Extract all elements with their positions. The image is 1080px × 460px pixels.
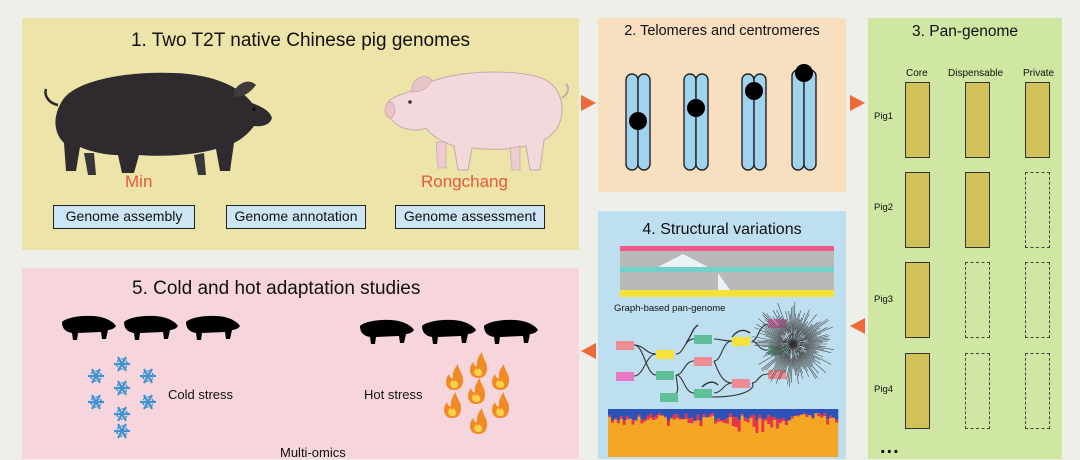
column-header-dispensable: Dispensable [948,68,1003,79]
core-bar [905,262,930,338]
breed-label-min: Min [125,172,152,192]
panel-adaptation-studies: 5. Cold and hot adaptation studies Cold … [22,268,579,459]
breed-label-rongchang: Rongchang [421,172,508,192]
panel-5-title: 5. Cold and hot adaptation studies [132,278,420,300]
dispensable-bar-empty [965,353,990,429]
column-header-core: Core [906,68,928,79]
dispensable-bar [965,82,990,158]
private-bar-empty [1025,172,1050,248]
panel-structural-variations: 4. Structural variations Graph-based pan… [598,211,846,459]
panel-pan-genome: 3. Pan-genome Core Dispensable Private P… [868,18,1062,459]
panel-3-title: 3. Pan-genome [868,23,1062,41]
pig-row-label: Pig3 [874,294,893,305]
chromosomes-illustration [598,18,846,192]
pig-row-label: Pig4 [874,384,893,395]
column-header-private: Private [1023,68,1054,79]
pig-row-label: Pig1 [874,111,893,122]
genome-assembly-box: Genome assembly [53,205,195,229]
more-pigs-ellipsis: ... [880,436,900,459]
hot-stress-label: Hot stress [364,387,423,402]
core-bar [905,172,930,248]
pig-silhouettes-cold [58,312,248,342]
core-bar [905,82,930,158]
private-bar [1025,82,1050,158]
cold-stress-label: Cold stress [168,387,233,402]
rongchang-pig-illustration [380,58,570,178]
arrow-right-icon [850,95,866,111]
snowflake-icon [82,356,162,436]
private-bar-empty [1025,353,1050,429]
arrow-left-icon [850,318,866,334]
flame-icon [438,356,518,438]
panel-telomeres-centromeres: 2. Telomeres and centromeres [598,18,846,192]
pig-silhouettes-hot [356,316,556,346]
dispensable-bar-empty [965,262,990,338]
panel-1-title: 1. Two T2T native Chinese pig genomes [22,30,579,52]
ancestry-stacked-bars [608,409,838,457]
min-pig-illustration [44,63,274,178]
core-bar [905,353,930,429]
arrow-right-icon [581,95,597,111]
private-bar-empty [1025,262,1050,338]
dispensable-bar [965,172,990,248]
genome-assessment-box: Genome assessment [395,205,545,229]
multi-omics-label: Multi-omics [280,445,346,460]
genome-annotation-box: Genome annotation [226,205,366,229]
pig-row-label: Pig2 [874,202,893,213]
arrow-left-icon [581,343,597,359]
panel-t2t-genomes: 1. Two T2T native Chinese pig genomes Mi… [22,18,579,250]
phylogenetic-tree-illustration [748,299,838,389]
